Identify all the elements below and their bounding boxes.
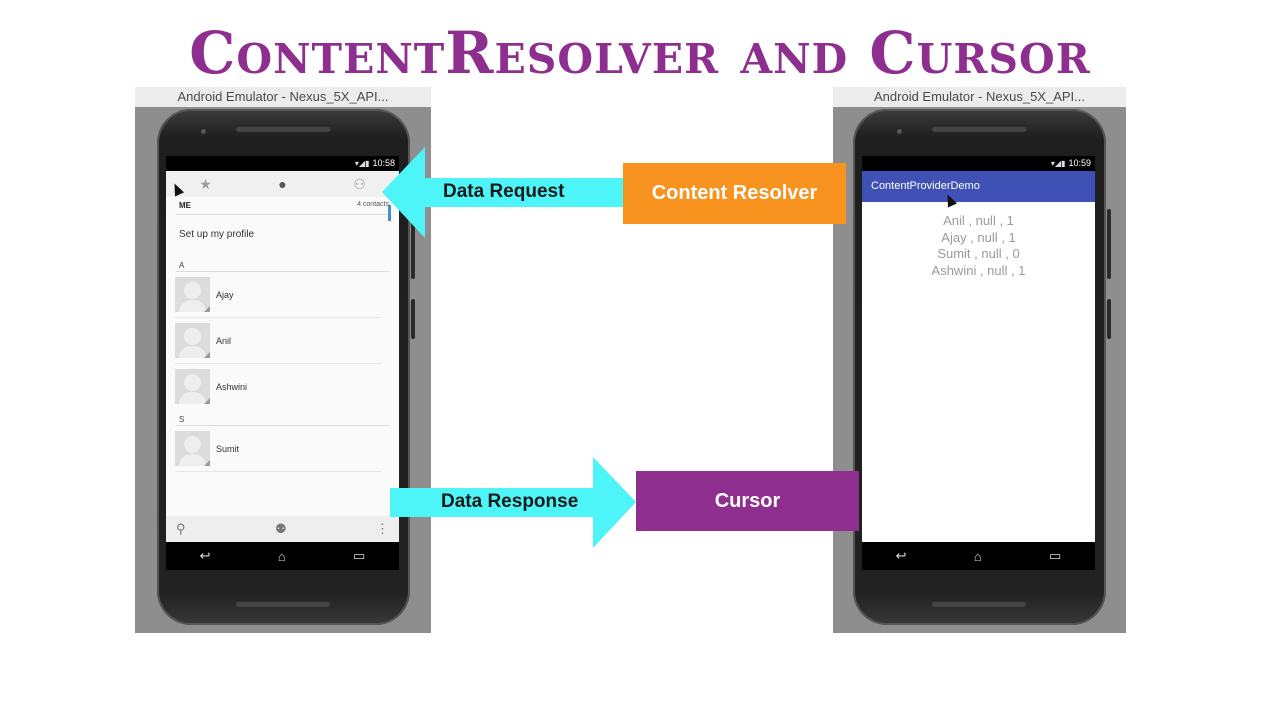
contact-name: Ashwini [216,381,248,392]
result-row: Ashwini , null , 1 [931,262,1026,278]
front-camera [897,129,902,134]
result-row: Sumit , null , 0 [937,246,1020,261]
contacts-header: ME 4 contacts [166,197,399,210]
contact-row-ajay[interactable]: Ajay [175,272,381,318]
overflow-menu-icon[interactable]: ⋮ [376,521,389,536]
favorites-tab-star-icon[interactable]: ★ [199,175,212,192]
groups-tab-icon[interactable]: ⚇ [353,175,366,192]
top-speaker [235,125,331,132]
android-nav-bar: ↩ ⌂ ▭ [166,542,399,570]
data-response-label: Data Response [441,491,579,512]
contact-row-anil[interactable]: Anil [175,318,381,364]
search-icon[interactable]: ⚲ [176,521,186,536]
status-bar: ▾◢▮10:58 [166,156,399,171]
scroll-indicator[interactable] [388,205,391,221]
contact-row-ashwini[interactable]: Ashwini [175,364,381,409]
section-me-label: ME [179,201,191,210]
result-list: Anil , null , 1 Ajay , null , 1 Sumit , … [862,202,1095,279]
section-letter-s: S [179,415,185,424]
back-icon[interactable]: ↩ [895,548,907,563]
divider [176,214,389,215]
recents-icon[interactable]: ▭ [353,548,366,563]
contact-row-sumit[interactable]: Sumit [175,426,381,472]
front-camera [201,129,206,134]
result-row: Anil , null , 1 [943,213,1014,228]
contacts-tabs: ★ ● ⚇ [166,171,399,197]
contacts-count: 4 contacts [357,201,389,208]
data-request-arrow-icon [382,147,630,238]
contact-name: Ajay [216,289,234,300]
signal-battery-icon: ▾◢▮ [1050,159,1066,168]
left-emulator-titlebar: Android Emulator - Nexus_5X_API... [135,87,431,107]
back-icon[interactable]: ↩ [199,548,211,563]
power-button[interactable] [411,209,415,279]
right-phone-frame: ▾◢▮10:59 ContentProviderDemo Anil , null… [853,109,1111,625]
result-row: Ajay , null , 1 [941,229,1016,245]
avatar-placeholder-icon [175,277,210,312]
left-phone-screen: ▾◢▮10:58 ★ ● ⚇ ME 4 contacts Set up my p… [166,156,399,570]
data-request-label: Data Request [443,181,565,202]
data-response-arrow-icon [390,457,636,548]
divider [176,425,389,426]
bottom-speaker [931,600,1027,607]
contact-name: Anil [216,335,232,346]
recents-icon[interactable]: ▭ [1049,548,1062,563]
volume-button[interactable] [1107,299,1111,339]
android-nav-bar: ↩ ⌂ ▭ [862,542,1095,570]
avatar-placeholder-icon [175,369,210,404]
right-emulator-titlebar: Android Emulator - Nexus_5X_API... [833,87,1126,107]
left-phone-frame: ▾◢▮10:58 ★ ● ⚇ ME 4 contacts Set up my p… [157,109,415,625]
avatar-placeholder-icon [175,431,210,466]
left-emulator-window: Android Emulator - Nexus_5X_API... ▾◢▮10… [135,87,431,633]
slide-title: ContentResolver and Cursor [189,19,1091,87]
volume-button[interactable] [411,299,415,339]
contacts-tab-person-icon[interactable]: ● [278,176,287,192]
avatar-placeholder-icon [175,323,210,358]
add-contact-icon[interactable]: ⚉ [274,521,287,536]
divider [176,271,389,272]
content-resolver-box: Content Resolver [623,163,846,224]
home-icon[interactable]: ⌂ [277,548,286,564]
clock: 10:59 [1068,158,1091,168]
power-button[interactable] [1107,209,1111,279]
right-phone-screen: ▾◢▮10:59 ContentProviderDemo Anil , null… [862,156,1095,570]
cursor-box: Cursor [636,471,859,531]
home-icon[interactable]: ⌂ [973,548,982,564]
contacts-bottom-bar: ⚲ ⚉ ⋮ [166,516,399,542]
bottom-speaker [235,600,331,607]
signal-battery-icon: ▾◢▮ [354,159,370,168]
right-emulator-window: Android Emulator - Nexus_5X_API... ▾◢▮10… [833,87,1126,633]
top-speaker [931,125,1027,132]
clock: 10:58 [372,158,395,168]
status-bar: ▾◢▮10:59 [862,156,1095,171]
contact-name: Sumit [216,443,240,454]
setup-profile-item[interactable]: Set up my profile [179,229,255,240]
section-letter-a: A [179,261,185,270]
app-bar-title: ContentProviderDemo [862,171,1095,202]
